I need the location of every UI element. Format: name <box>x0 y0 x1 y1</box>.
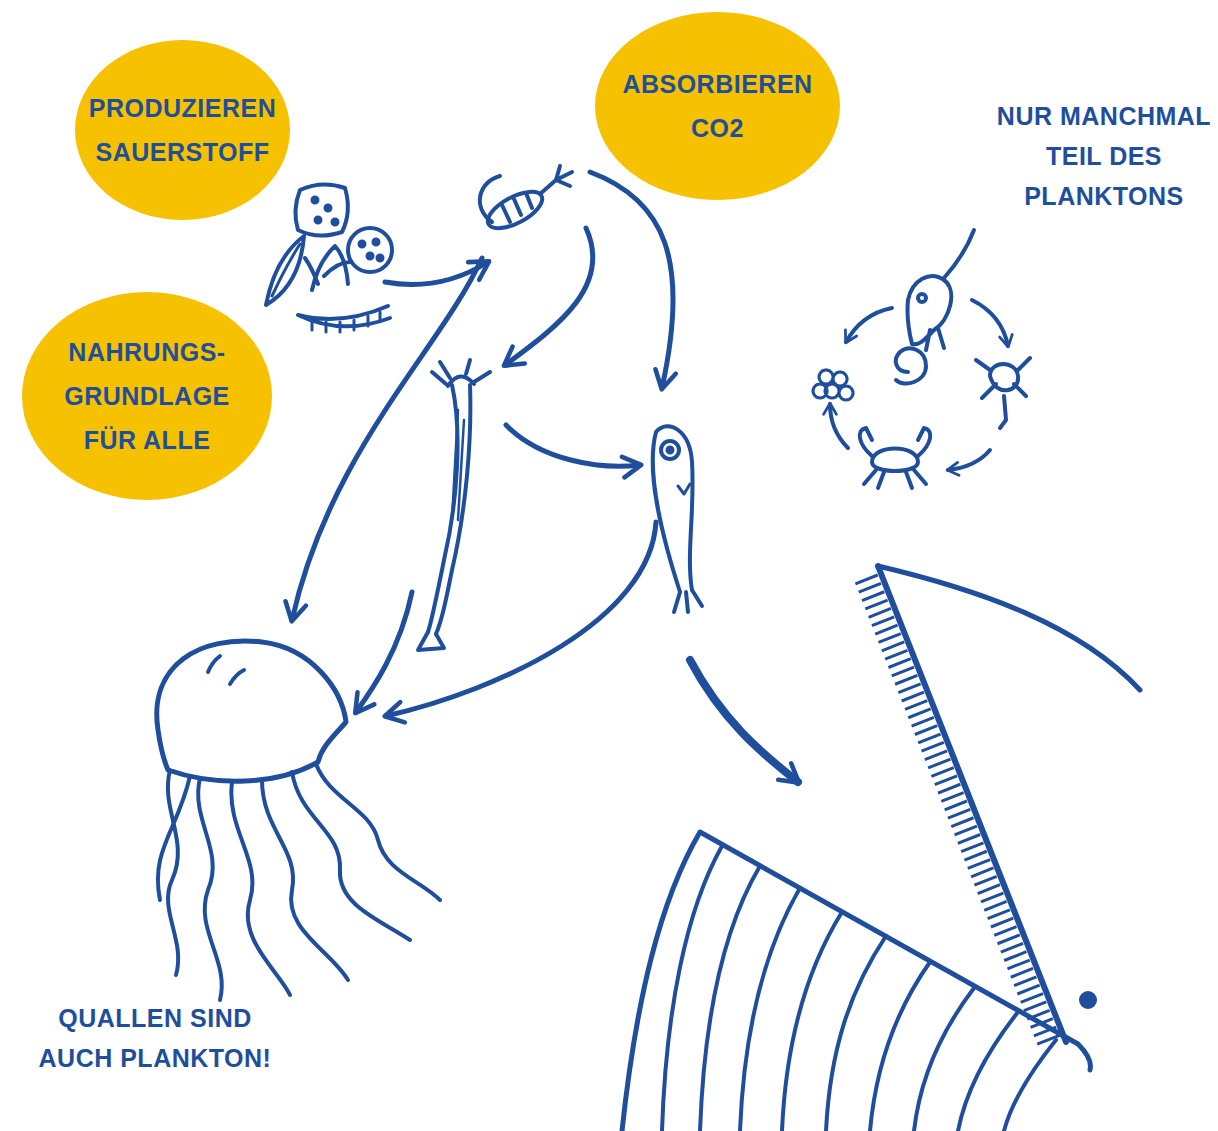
whale-eye <box>1079 991 1097 1009</box>
text-group: ABSORBIEREN CO2 <box>618 62 818 150</box>
whale-groove <box>826 936 886 1131</box>
fish-gill <box>678 484 690 494</box>
whale-baleen-line <box>878 566 1066 1042</box>
note-label: QUALLEN SIND AUCH PLANKTON! <box>30 998 280 1078</box>
copepod-stripes <box>502 193 532 222</box>
whale-groove <box>700 866 760 1131</box>
ellipse-fill <box>75 40 290 220</box>
worm-fin <box>418 632 444 650</box>
node-text: ABSORBIEREN CO2 <box>618 62 818 150</box>
jelly-tentacle <box>158 776 190 900</box>
diatom-chain-ticks <box>312 312 380 332</box>
node-text: PRODUZIEREN SAUERSTOFF <box>83 86 283 174</box>
diatom-dot <box>374 240 378 244</box>
worm-stripes <box>452 410 464 520</box>
jelly-tentacle <box>262 780 348 980</box>
jelly-tentacle <box>168 770 178 975</box>
food-arrow <box>505 228 593 365</box>
whale-groove <box>740 888 800 1131</box>
small-fish <box>653 426 702 612</box>
jelly-marks <box>208 656 244 684</box>
fish-body <box>653 426 693 592</box>
diatom-dot <box>326 206 330 210</box>
jelly-tentacle <box>198 778 222 1000</box>
jelly-tentacle <box>316 764 440 900</box>
whale-groove <box>1004 1040 1056 1131</box>
diatom-dot <box>360 242 364 246</box>
branched-alga <box>305 246 350 290</box>
whale-groove <box>782 912 842 1131</box>
diatom-lens-line <box>272 244 300 296</box>
worm-head <box>432 360 490 386</box>
ellipse-fill <box>22 292 272 500</box>
info-ellipse: NAHRUNGS- GRUNDLAGE FÜR ALLE <box>22 292 272 500</box>
food-arrows <box>292 172 798 782</box>
whale-groove <box>662 846 722 1131</box>
diatom-square <box>295 184 347 235</box>
copepod <box>480 166 572 236</box>
worm-body <box>428 385 470 634</box>
info-ellipse: PRODUZIEREN SAUERSTOFF <box>75 40 290 220</box>
ellipse-shape <box>595 12 840 200</box>
diatom-dot <box>368 254 372 258</box>
arrow-worm <box>418 360 490 650</box>
whale-groove <box>870 962 930 1131</box>
diatom-dot <box>378 256 382 260</box>
cycle-arrow <box>972 300 1008 346</box>
text-group: PRODUZIEREN SAUERSTOFF <box>83 86 283 174</box>
food-arrow <box>386 522 656 716</box>
food-arrow <box>356 592 412 712</box>
copepod-tail <box>540 166 572 194</box>
diatom-dot <box>313 198 317 202</box>
copepod-antenna <box>480 176 500 222</box>
copepod-body <box>482 184 547 235</box>
zoea <box>976 358 1030 428</box>
food-arrow <box>590 172 673 388</box>
larva-eye <box>918 294 926 302</box>
larva <box>908 230 975 350</box>
cycle-arrow <box>830 404 848 448</box>
food-arrow <box>506 425 640 466</box>
jelly-tentacle <box>231 782 290 995</box>
info-ellipse: ABSORBIEREN CO2 <box>595 12 840 200</box>
jelly-bell <box>157 641 346 781</box>
fish-tail <box>674 590 702 612</box>
crab <box>860 428 931 488</box>
diatom-lens <box>266 236 304 305</box>
jelly-tentacle <box>292 772 410 940</box>
phytoplankton <box>266 184 392 332</box>
note-label: NUR MANCHMAL TEIL DES PLANKTONS <box>990 96 1218 216</box>
node-text: NAHRUNGS- GRUNDLAGE FÜR ALLE <box>47 330 247 462</box>
fish-eye <box>661 441 679 459</box>
life-cycle <box>813 230 1030 488</box>
whale <box>622 566 1140 1131</box>
whale-jaw <box>622 832 1090 1131</box>
text-group: NAHRUNGS- GRUNDLAGE FÜR ALLE <box>47 330 247 462</box>
cycle-arrow <box>846 308 892 342</box>
diatom-circle <box>348 228 392 272</box>
fish-pupil <box>668 448 673 453</box>
spiral <box>896 348 926 383</box>
ellipse-shape <box>75 40 290 220</box>
jellyfish <box>157 641 440 1000</box>
diatom-dot <box>333 220 337 224</box>
diatom-dot <box>316 218 320 222</box>
eggs <box>813 370 853 400</box>
ellipse-fill <box>595 12 840 200</box>
food-arrow <box>690 660 798 782</box>
cycle-arrow <box>948 450 990 470</box>
food-arrow <box>292 258 482 620</box>
